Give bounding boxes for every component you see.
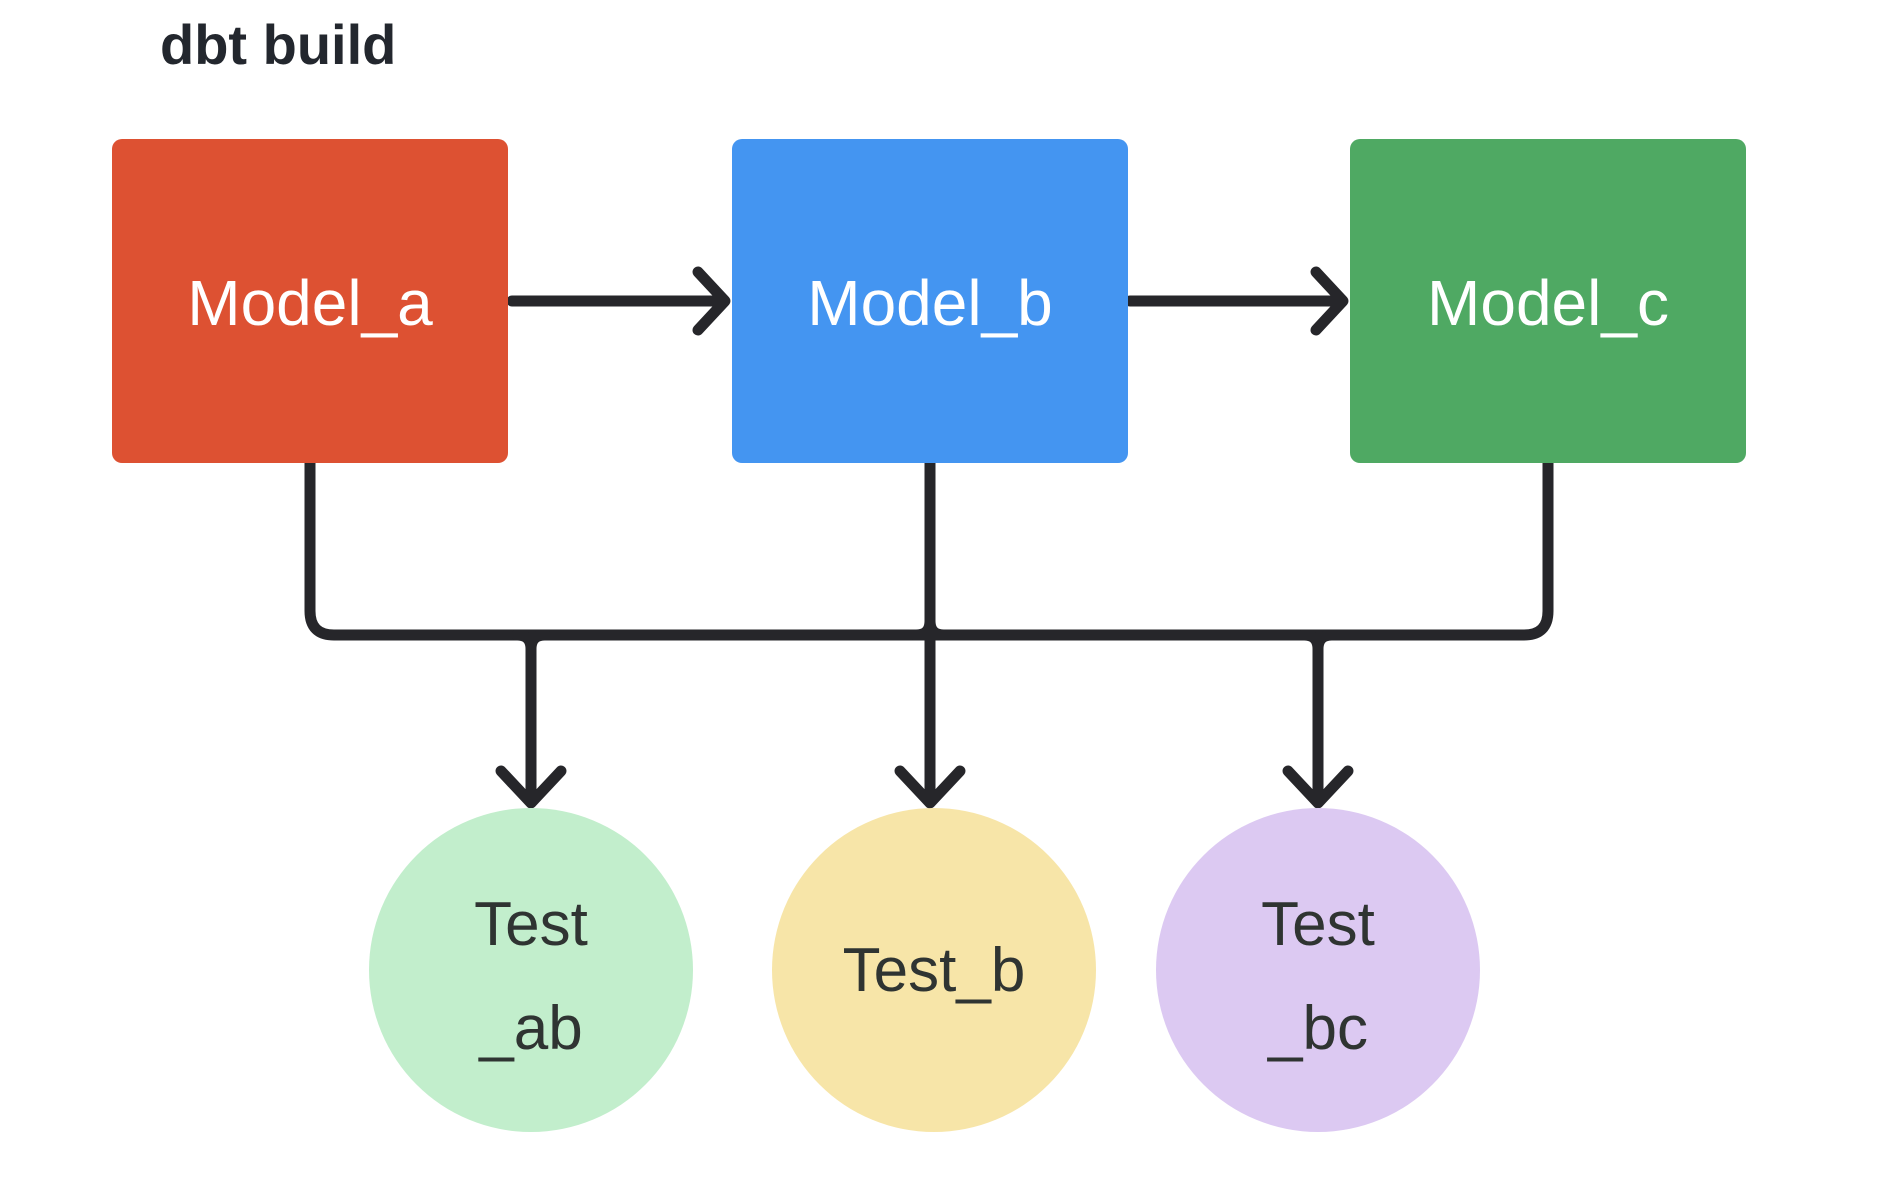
node-model-b: Model_b [732,139,1128,463]
test-bc-label-line1: Test [1261,890,1375,959]
model-c-box [1350,139,1746,463]
arrow-bus-to-test-bc [1282,629,1354,809]
test-ab-label-line1: Test [474,890,588,959]
arrow-model-a-to-model-b [506,266,731,336]
test-b-label: Test_b [843,936,1026,1005]
arrow-bus-to-test-b [894,457,966,809]
model-b-label: Model_b [807,267,1053,339]
model-a-label: Model_a [187,267,433,339]
model-b-box [732,139,1128,463]
node-model-c: Model_c [1350,139,1746,463]
arrow-model-b-to-model-c [1124,266,1349,336]
node-test-ab: Test _ab [369,808,693,1132]
node-model-a: Model_a [112,139,508,463]
page-title: dbt build [160,13,396,76]
test-bc-label-line2: _bc [1267,994,1368,1063]
test-b-circle [772,808,1096,1132]
test-ab-circle [369,808,693,1132]
node-test-b: Test_b [772,808,1096,1132]
node-test-bc: Test _bc [1156,808,1480,1132]
arrow-bus-to-test-ab [495,629,567,809]
test-bc-circle [1156,808,1480,1132]
model-a-box [112,139,508,463]
model-c-label: Model_c [1427,267,1669,339]
test-ab-label-line2: _ab [478,994,582,1063]
